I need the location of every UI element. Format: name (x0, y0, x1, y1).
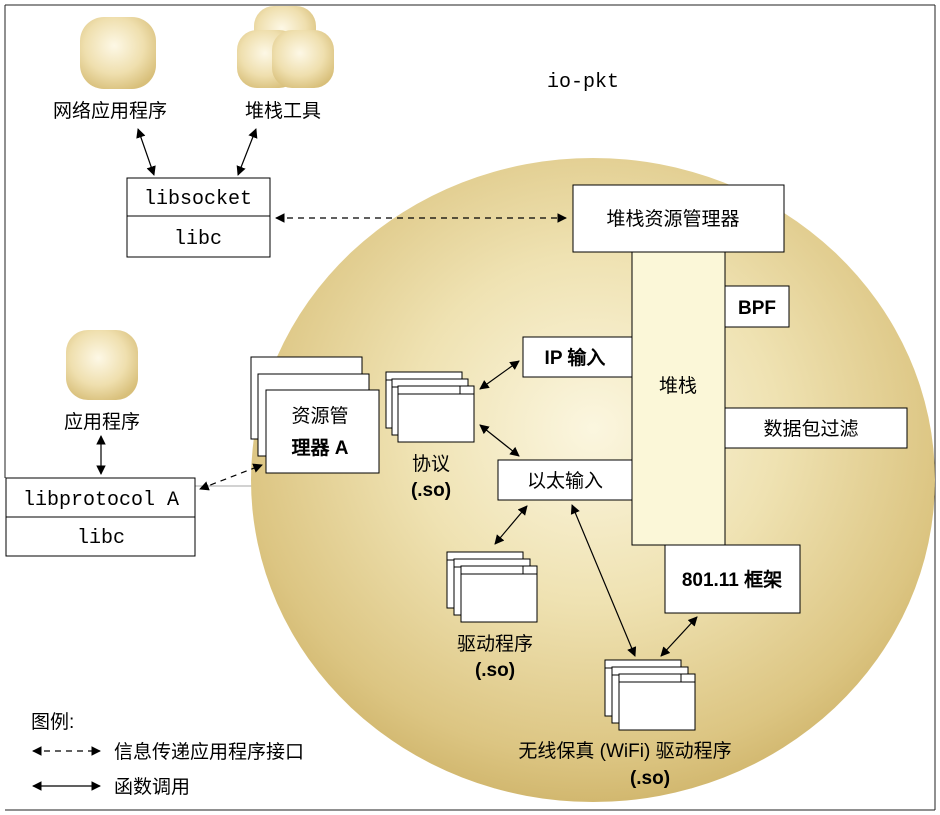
ipc-arrow-libprotocol-resmgr-a (199, 463, 263, 491)
driver-label-line2: (.so) (475, 660, 515, 681)
ip-input-label: IP 输入 (545, 346, 606, 369)
wifi-driver-label-line2: (.so) (630, 768, 670, 789)
resmgr-a-stack (250, 356, 380, 474)
network-app-label: 网络应用程序 (53, 100, 167, 122)
network-app-icon (80, 17, 156, 89)
libprotocol-box (5, 477, 196, 557)
packet-filter-label: 数据包过滤 (763, 418, 858, 440)
call-arrow-protocol-ether-input (479, 424, 520, 457)
ether-input-box (497, 459, 633, 501)
packet-filter-box (724, 407, 908, 449)
resmgr-a-label-line1: 资源管 (291, 405, 348, 427)
frame-80211-label: 801.11 框架 (682, 568, 782, 591)
legend-call-label: 函数调用 (114, 776, 190, 798)
application-icon (66, 330, 138, 400)
stack-column (631, 251, 726, 546)
libsocket-label: libsocket (144, 188, 252, 211)
call-arrow-wifi-80211 (660, 616, 698, 657)
libc-top-label: libc (174, 228, 222, 251)
call-arrow-wifi-ether-input (570, 504, 637, 657)
stack-resmgr-box (572, 184, 785, 253)
stack-label: 堆栈 (659, 375, 697, 397)
protocol-so-stack (385, 371, 475, 443)
protocol-label-line2: (.so) (411, 480, 451, 501)
call-arrow-netapp-libsocket (136, 128, 156, 176)
bpf-label: BPF (738, 298, 776, 319)
libsocket-box (126, 177, 271, 258)
driver-so-stack (446, 551, 538, 623)
wifi-driver-so-stack (604, 659, 696, 731)
stack-tools-icon (237, 6, 334, 88)
legend: 图例: 信息传递应用程序接口 函数调用 (31, 711, 304, 798)
ether-input-label: 以太输入 (527, 470, 603, 492)
wifi-driver-label-line1: 无线保真 (WiFi) 驱动程序 (518, 740, 731, 762)
bpf-box (724, 285, 790, 328)
ip-input-box (522, 336, 633, 378)
call-arrow-tools-libsocket (236, 128, 258, 176)
libprotocol-label: libprotocol A (23, 489, 179, 512)
call-arrow-driver-ether-input (494, 505, 528, 545)
stack-resmgr-label: 堆栈资源管理器 (606, 208, 739, 230)
legend-title: 图例: (31, 711, 74, 733)
application-label: 应用程序 (64, 411, 140, 433)
libc-bottom-label: libc (77, 527, 125, 550)
frame-80211-box (664, 544, 801, 614)
call-arrow-protocol-ip-input (479, 360, 520, 390)
driver-label-line1: 驱动程序 (457, 633, 533, 655)
protocol-label-line1: 协议 (412, 453, 450, 475)
stack-tools-label: 堆栈工具 (245, 100, 321, 122)
legend-ipc-label: 信息传递应用程序接口 (114, 741, 304, 763)
io-pkt-title: io-pkt (547, 71, 619, 94)
resmgr-a-label-line2: 理器 A (291, 437, 348, 459)
